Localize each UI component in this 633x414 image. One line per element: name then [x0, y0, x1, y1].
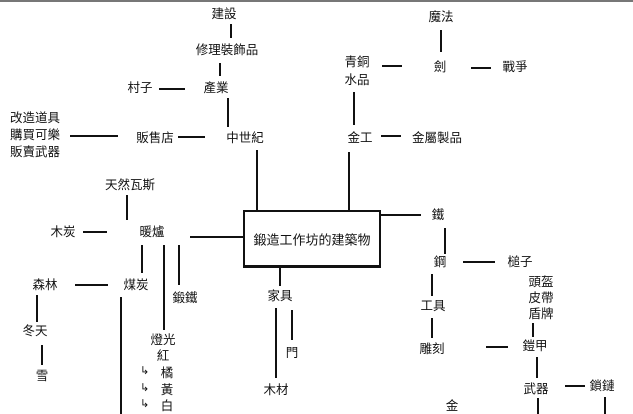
node-armor-part: 皮帶	[528, 290, 554, 305]
center-label: 鍛造工作坊的建築物	[253, 233, 371, 248]
node-forest: 森林	[32, 277, 58, 292]
node-stove: 暖爐	[139, 224, 165, 239]
node-coal: 煤炭	[123, 277, 149, 292]
node-carving: 雕刻	[419, 341, 445, 356]
node-color: 黃	[160, 382, 174, 397]
node-medieval: 中世紀	[226, 130, 264, 145]
node-charcoal: 木炭	[50, 224, 76, 239]
center-node: 鍛造工作坊的建築物	[243, 210, 381, 268]
node-chanye: 產業	[203, 80, 229, 95]
node-snow: 雪	[35, 368, 49, 383]
node-color: 白	[160, 398, 174, 413]
node-shop: 販售店	[136, 130, 174, 145]
node-crystal: 水品	[344, 72, 370, 87]
node-natural-gas: 天然瓦斯	[104, 177, 156, 192]
node-wrought-iron: 鍛鐵	[172, 290, 198, 305]
node-weapons: 武器	[523, 381, 549, 396]
node-shop-action: 改造道具	[10, 110, 61, 125]
node-bronze: 青銅	[344, 54, 370, 69]
node-armor-part: 頭盔	[528, 274, 554, 289]
node-chain: 鎖鏈	[589, 378, 615, 393]
node-xiuli: 修理裝飾品	[195, 42, 259, 57]
node-armor: 鎧甲	[522, 338, 548, 353]
node-iron: 鐵	[431, 207, 445, 222]
curved-arrow-icon: ↳	[140, 364, 150, 377]
node-hammer: 槌子	[507, 254, 533, 269]
node-furniture: 家具	[267, 288, 293, 303]
node-shop-action: 購買可樂	[10, 127, 61, 142]
top-border	[0, 0, 633, 2]
node-color: 橘	[160, 365, 174, 380]
node-magic: 魔法	[428, 9, 454, 24]
node-armor-part: 盾牌	[528, 306, 554, 321]
node-color: 紅	[156, 348, 170, 363]
node-cunzi: 村子	[127, 80, 153, 95]
node-metalwork: 金工	[347, 130, 373, 145]
node-wood: 木材	[263, 382, 289, 397]
node-war: 戰爭	[502, 59, 528, 74]
node-light: 燈光	[150, 332, 176, 347]
curved-arrow-icon: ↳	[140, 381, 150, 394]
node-jianshe: 建設	[211, 6, 237, 21]
node-metal-products: 金屬製品	[411, 130, 463, 145]
node-gold: 金	[445, 398, 459, 413]
curved-arrow-icon: ↳	[140, 397, 150, 410]
node-shop-action: 販賣武器	[10, 144, 61, 159]
node-winter: 冬天	[22, 323, 48, 338]
node-door: 門	[285, 345, 299, 360]
node-steel: 鋼	[433, 254, 447, 269]
node-sword: 劍	[433, 59, 447, 74]
node-tools: 工具	[420, 298, 446, 313]
